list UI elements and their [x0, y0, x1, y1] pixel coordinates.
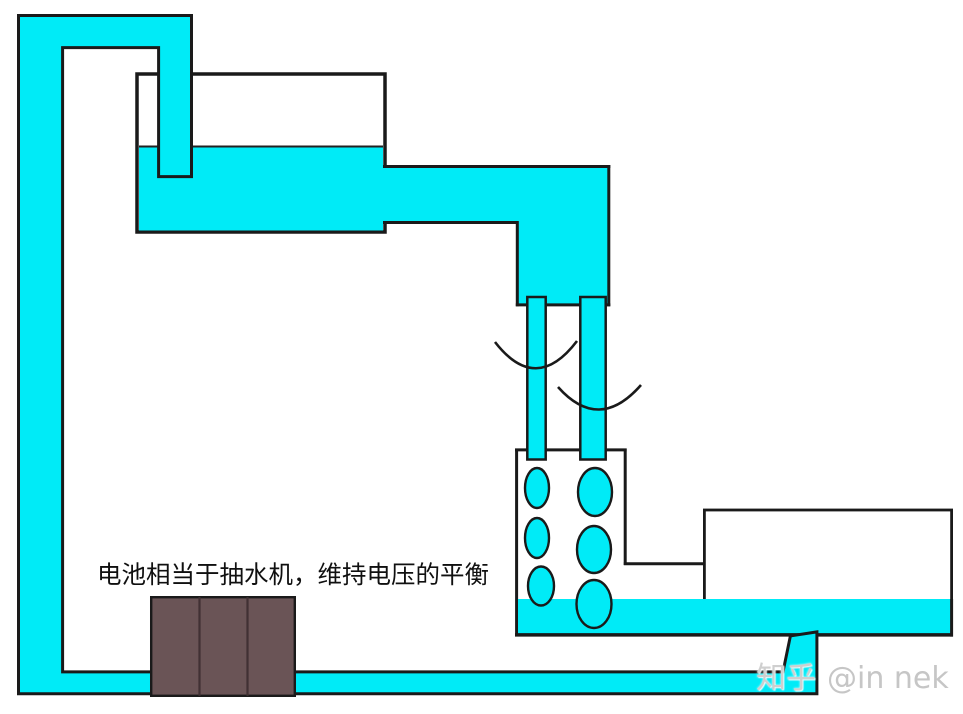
watermark-handle: @in nek: [827, 661, 949, 696]
watermark: 知乎 @in nek: [756, 653, 949, 697]
bubble-small-3: [526, 565, 556, 607]
bubble-large-2: [575, 524, 613, 575]
splash-arc-right: [557, 384, 642, 411]
battery-annotation-label: 电池相当于抽水机，维持电压的平衡: [97, 560, 489, 589]
bubble-large-3: [575, 578, 613, 630]
outlet-pipe-group: [383, 165, 611, 307]
bubble-chamber-outline: [515, 448, 627, 636]
watermark-brand: 知乎: [756, 661, 816, 696]
splash-arc-left: [493, 340, 579, 370]
tank-group: [135, 72, 387, 234]
bubble-small-1: [523, 466, 551, 510]
main-loop-pipe: [17, 14, 819, 696]
tank-body: [135, 72, 387, 234]
bubbles: [523, 466, 614, 630]
battery: [149, 596, 297, 698]
drop-tube-right: [579, 295, 607, 461]
bubble-large-1: [576, 466, 614, 518]
bubble-small-2: [523, 516, 551, 560]
battery-body: [149, 596, 297, 698]
component-box: [703, 508, 954, 603]
outlet-pipe-water: [383, 167, 609, 305]
drop-tube-left: [526, 295, 547, 461]
